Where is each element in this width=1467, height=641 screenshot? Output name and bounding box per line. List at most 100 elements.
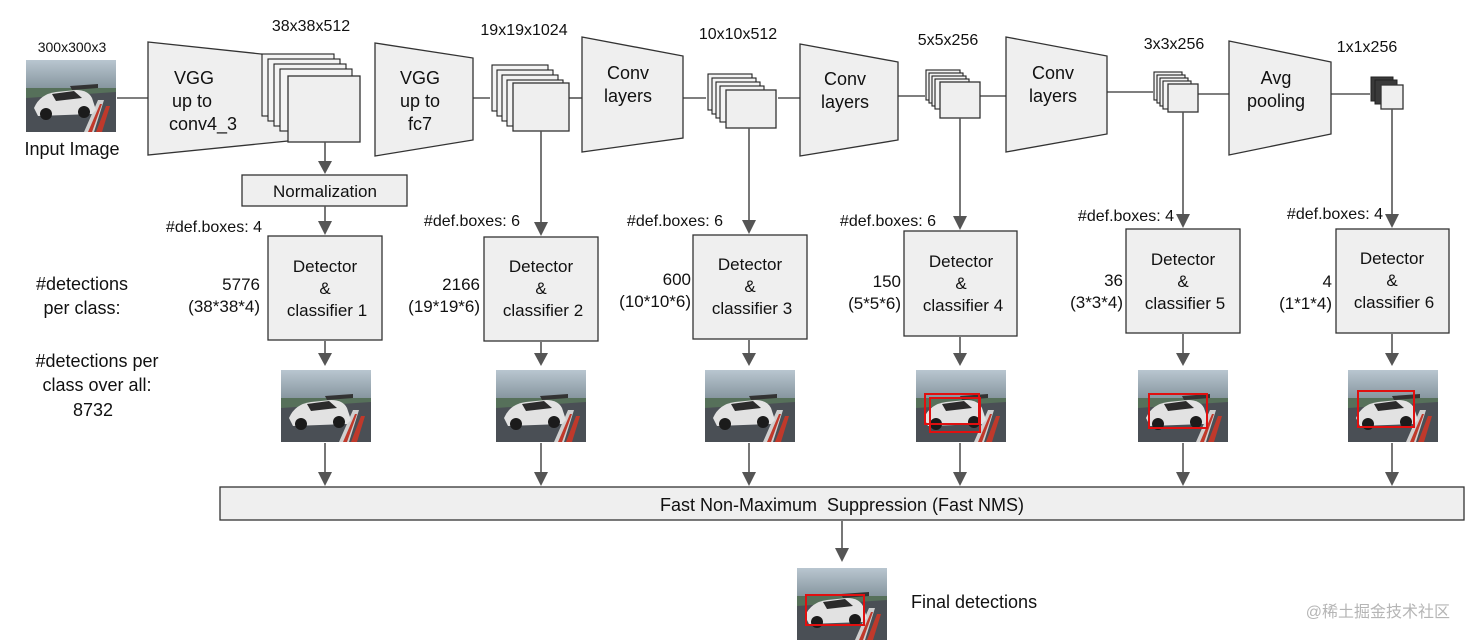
- detector-2-line2: &: [535, 279, 547, 298]
- vgg2-line2: up to: [400, 91, 440, 111]
- detector-1-line1: Detector: [293, 257, 358, 276]
- detector-5-line3: classifier 5: [1145, 294, 1225, 313]
- image-to-nms-arrows: [318, 443, 1399, 486]
- def-boxes-4: #def.boxes: 6: [840, 213, 936, 230]
- final-detection-image: [797, 568, 887, 640]
- def-boxes-2: #def.boxes: 6: [424, 213, 520, 230]
- detector-5: Detector & classifier 5: [1125, 228, 1241, 334]
- feature-map-10: [707, 73, 777, 129]
- formula-5: (3*3*4): [1070, 293, 1123, 312]
- output-image-1: [281, 370, 371, 442]
- conv2-line2: layers: [821, 92, 869, 112]
- conv-layers-block-3: Conv layers: [1005, 36, 1108, 153]
- feature-map-5-label: 5x5x256: [918, 32, 979, 49]
- feature-map-19-label: 19x19x1024: [480, 22, 567, 39]
- detector-6: Detector & classifier 6: [1335, 228, 1450, 334]
- normalization-label: Normalization: [273, 182, 377, 201]
- detector-6-line1: Detector: [1360, 249, 1425, 268]
- conv2-line1: Conv: [824, 69, 866, 89]
- def-boxes-3: #def.boxes: 6: [627, 213, 723, 230]
- input-image-label: Input Image: [24, 139, 119, 159]
- conv-layers-block-2: Conv layers: [799, 43, 899, 157]
- fast-nms-box: Fast Non-Maximum Suppression (Fast NMS): [219, 486, 1465, 521]
- detector-1: Detector & classifier 1: [267, 235, 383, 341]
- detector-3-line1: Detector: [718, 255, 783, 274]
- detector-6-line2: &: [1386, 271, 1398, 290]
- overall-total: 8732: [73, 400, 113, 420]
- vgg2-line3: fc7: [408, 114, 432, 134]
- vgg2-line1: VGG: [400, 68, 440, 88]
- feature-map-3-label: 3x3x256: [1144, 36, 1205, 53]
- overall-label-1: #detections per: [35, 351, 158, 371]
- detector-4-line1: Detector: [929, 252, 994, 271]
- vgg1-line3: conv4_3: [169, 114, 237, 135]
- detector-4-line3: classifier 4: [923, 296, 1003, 315]
- watermark: @稀土掘金技术社区: [1306, 603, 1450, 621]
- count-6: 4: [1323, 272, 1332, 291]
- def-boxes-1: #def.boxes: 4: [166, 219, 262, 236]
- avg-pooling-block: Avg pooling: [1228, 40, 1332, 156]
- detector-to-image-arrows: [318, 334, 1399, 366]
- feature-map-10-label: 10x10x512: [699, 26, 777, 43]
- feature-map-1: [1370, 76, 1404, 110]
- fast-nms-label: Fast Non-Maximum Suppression (Fast NMS): [660, 495, 1024, 515]
- detector-2-line1: Detector: [509, 257, 574, 276]
- feature-map-5: [925, 69, 981, 119]
- detector-1-line2: &: [319, 279, 331, 298]
- output-image-2: [496, 370, 586, 442]
- count-1: 5776: [222, 275, 260, 294]
- per-class-label-2: per class:: [43, 298, 120, 318]
- vgg1-line2: up to: [172, 91, 212, 111]
- detector-6-line3: classifier 6: [1354, 293, 1434, 312]
- count-4: 150: [873, 272, 901, 291]
- detector-2: Detector & classifier 2: [483, 236, 599, 342]
- count-2: 2166: [442, 275, 480, 294]
- detector-3-line3: classifier 3: [712, 299, 792, 318]
- vgg-fc7-block: VGG up to fc7: [374, 42, 474, 157]
- normalization-box: Normalization: [241, 174, 408, 207]
- final-detections-label: Final detections: [911, 592, 1037, 612]
- input-image: [26, 60, 116, 132]
- feature-to-detector-arrows: [318, 109, 1399, 236]
- output-image-3: [705, 370, 795, 442]
- pool-line2: pooling: [1247, 91, 1305, 111]
- count-5: 36: [1104, 271, 1123, 290]
- conv1-line1: Conv: [607, 63, 649, 83]
- detection-box-6: [1357, 390, 1415, 428]
- detector-4-line2: &: [955, 274, 967, 293]
- detector-1-line3: classifier 1: [287, 301, 367, 320]
- pool-line1: Avg: [1261, 68, 1292, 88]
- conv3-line2: layers: [1029, 86, 1077, 106]
- final-detection-box: [805, 594, 865, 626]
- detector-5-line2: &: [1177, 272, 1189, 291]
- feature-map-19: [491, 64, 570, 132]
- formula-4: (5*5*6): [848, 294, 901, 313]
- feature-map-3: [1153, 71, 1199, 113]
- formula-6: (1*1*4): [1279, 294, 1332, 313]
- detector-3-line2: &: [744, 277, 756, 296]
- overall-label-2: class over all:: [42, 375, 151, 395]
- count-3: 600: [663, 270, 691, 289]
- per-class-label-1: #detections: [36, 274, 128, 294]
- detection-box-5: [1148, 393, 1208, 429]
- detection-boxes-4: [924, 393, 981, 433]
- feature-map-38-label: 38x38x512: [272, 18, 350, 35]
- nms-to-final-arrow: [835, 521, 849, 562]
- formula-3: (10*10*6): [619, 292, 691, 311]
- detector-4: Detector & classifier 4: [903, 230, 1018, 337]
- output-image-5: [1138, 370, 1228, 442]
- input-size-label: 300x300x3: [38, 39, 107, 55]
- conv1-line2: layers: [604, 86, 652, 106]
- def-boxes-6: #def.boxes: 4: [1287, 206, 1383, 223]
- feature-map-38: [261, 53, 361, 143]
- def-boxes-5: #def.boxes: 4: [1078, 208, 1174, 225]
- conv3-line1: Conv: [1032, 63, 1074, 83]
- detector-5-line1: Detector: [1151, 250, 1216, 269]
- conv-layers-block-1: Conv layers: [581, 36, 684, 153]
- formula-2: (19*19*6): [408, 297, 480, 316]
- formula-1: (38*38*4): [188, 297, 260, 316]
- detector-2-line3: classifier 2: [503, 301, 583, 320]
- detector-3: Detector & classifier 3: [692, 234, 808, 340]
- vgg1-line1: VGG: [174, 68, 214, 88]
